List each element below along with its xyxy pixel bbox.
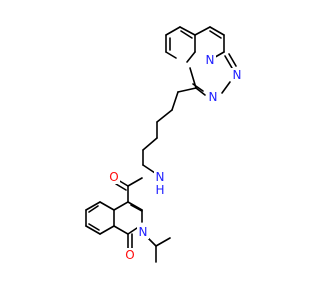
ring-nitrogen-label: N xyxy=(139,225,148,239)
bond xyxy=(85,201,101,211)
bond xyxy=(147,237,157,247)
bond xyxy=(142,137,158,151)
bond xyxy=(88,205,99,213)
atom-labels: N N N N H O N O xyxy=(108,53,243,262)
pentyl-chain-bonds xyxy=(142,87,197,174)
bond xyxy=(221,81,231,94)
bond xyxy=(186,51,196,63)
bond xyxy=(127,177,143,187)
pyridine-nitrogen-label: N xyxy=(206,53,215,67)
isoquinolinone-bonds xyxy=(85,177,171,263)
bond xyxy=(127,227,138,235)
bond xyxy=(113,201,129,211)
molecule-structure-diagram: N N N N H O N O xyxy=(85,26,243,263)
triazole-nitrogen-label: N xyxy=(233,68,242,82)
bond xyxy=(180,30,193,39)
bond xyxy=(155,237,171,247)
bond xyxy=(165,51,177,59)
bond xyxy=(127,201,143,211)
triazole-nitrogen-label: N xyxy=(209,90,218,104)
ketone-oxygen-label: O xyxy=(125,248,134,262)
bond xyxy=(209,30,222,39)
amide-hydrogen-label: H xyxy=(155,183,164,197)
bond xyxy=(209,26,225,36)
amide-nitrogen-label: N xyxy=(156,170,165,184)
bond xyxy=(195,87,206,96)
bond xyxy=(130,204,143,212)
amide-oxygen-label: O xyxy=(109,170,118,184)
bond xyxy=(189,67,197,89)
triazolopyridine-bonds xyxy=(165,26,237,96)
bond xyxy=(88,223,100,231)
bond xyxy=(228,53,237,67)
bond xyxy=(171,91,179,111)
bond xyxy=(99,225,115,235)
bond xyxy=(85,225,101,235)
bond xyxy=(115,183,127,191)
bond xyxy=(99,201,115,211)
bond xyxy=(194,26,211,36)
bond xyxy=(142,164,156,174)
bond xyxy=(156,109,173,123)
bond xyxy=(224,55,233,69)
bond xyxy=(179,26,196,36)
bond xyxy=(113,225,129,235)
bond xyxy=(177,87,197,93)
bond xyxy=(165,26,181,36)
